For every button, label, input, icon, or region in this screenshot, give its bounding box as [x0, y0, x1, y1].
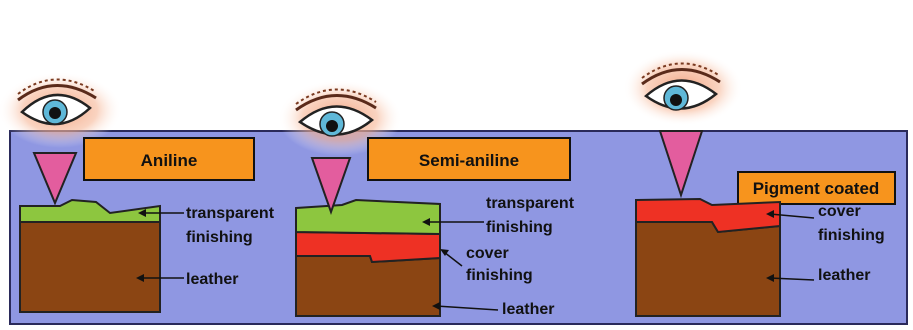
eye-icon	[0, 72, 122, 148]
leather-layer	[296, 256, 440, 316]
label-leather: leather	[186, 271, 238, 288]
label-finishing: finishing	[486, 219, 553, 236]
panel-title: Aniline	[141, 151, 198, 170]
panel-title: Pigment coated	[753, 179, 880, 198]
label-finishing: finishing	[186, 229, 253, 246]
panel-title: Semi-aniline	[419, 151, 519, 170]
label-leather: leather	[818, 267, 870, 284]
label-cover: cover	[818, 203, 861, 220]
eye-icon	[623, 50, 743, 126]
label-cover-finishing: finishing	[818, 227, 885, 244]
leather-layer	[20, 222, 160, 312]
label-transparent: transparent	[486, 195, 575, 212]
label-leather: leather	[502, 301, 554, 318]
label-transparent: transparent	[186, 205, 275, 222]
label-cover: cover	[466, 245, 509, 262]
label-cover-finishing: finishing	[466, 267, 533, 284]
leather-layer	[636, 222, 780, 316]
